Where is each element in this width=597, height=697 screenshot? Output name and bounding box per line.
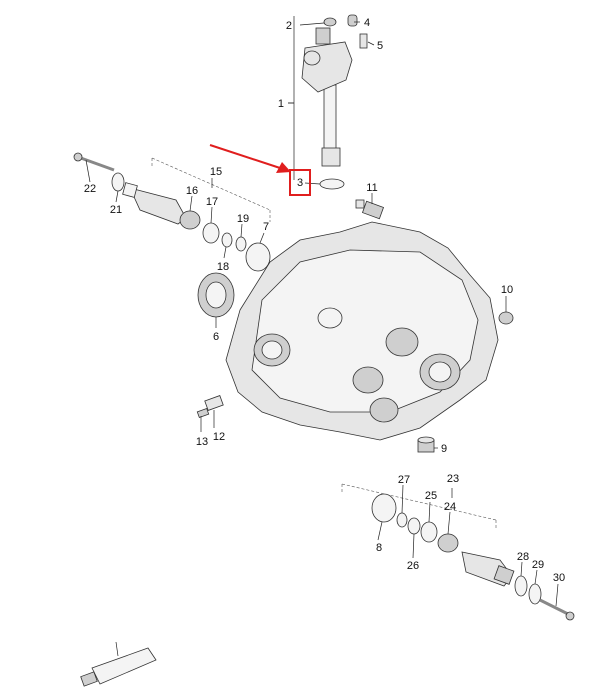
callout-26: 27: [398, 474, 410, 486]
callout-1: 1: [278, 98, 284, 110]
part-bearing-23: [437, 533, 459, 553]
left-flange-shaft: [122, 182, 201, 230]
part-ring-28: [528, 583, 542, 605]
part-ring-25: [407, 517, 421, 535]
shift-shaft-lug: [303, 50, 321, 66]
callout-6: 6: [213, 331, 219, 343]
part-o-ring: [319, 178, 345, 190]
part-bolt-left: [73, 152, 115, 172]
right-flange-shaft: [461, 551, 515, 587]
callout-17: 17: [206, 196, 218, 208]
highlight-box: [289, 169, 311, 196]
callout-2: 2: [286, 20, 292, 32]
part-cap: [347, 14, 358, 27]
part-seal-8: [371, 493, 397, 523]
part-plug: [498, 311, 514, 325]
callout-24: 25: [425, 490, 437, 502]
part-bolt-right: [539, 598, 575, 621]
part-circlip-left: [111, 172, 125, 192]
callout-23: 24: [444, 501, 456, 513]
highlight-arrowhead: [276, 162, 291, 173]
shift-shaft-top: [315, 27, 331, 45]
callout-25: 26: [407, 560, 419, 572]
part-circlip-27: [514, 575, 528, 597]
callout-11: 11: [366, 182, 377, 194]
callout-10: 10: [501, 284, 513, 296]
shift-shaft-end: [321, 147, 341, 167]
shift-shaft-assembly: [301, 27, 353, 167]
callout-20: 21: [110, 204, 122, 216]
callout-3: 3: [297, 177, 303, 189]
callout-9: 9: [441, 443, 447, 455]
part-drain-plug: [417, 436, 435, 453]
callout-19: 19: [237, 213, 249, 225]
callout-27: 28: [517, 551, 529, 563]
callout-4: 4: [364, 17, 370, 29]
part-sealant-tube: [80, 647, 157, 687]
callout-22: 23: [447, 473, 459, 485]
shift-shaft-head: [301, 41, 353, 93]
part-ring-18: [221, 232, 233, 248]
callout-21: 22: [84, 183, 96, 195]
part-ring-19: [235, 236, 247, 252]
highlight-arrow: [209, 144, 281, 169]
leader-lines: [85, 21, 559, 657]
callout-15: 15: [210, 166, 222, 178]
callout-12: 12: [213, 431, 225, 443]
callout-7: 7: [263, 221, 269, 233]
callout-16: 16: [186, 185, 198, 197]
part-nut: [323, 17, 337, 27]
callout-18: 18: [217, 261, 229, 273]
callout-28: 29: [532, 559, 544, 571]
part-seal-7: [245, 242, 271, 272]
callout-13: 13: [196, 436, 208, 448]
part-speed-sensor: [196, 395, 224, 419]
part-bolt: [359, 33, 368, 49]
callout-8: 8: [376, 542, 382, 554]
part-sensor: [355, 199, 385, 220]
highlight-marker: [209, 144, 311, 196]
callout-5: 5: [377, 40, 383, 52]
callout-labels: 2 4 5 1 3 11 10 9 12 13 6 7 15 16 17 19 …: [84, 17, 565, 584]
gearbox-housing: [225, 221, 499, 441]
callout-29: 30: [553, 572, 565, 584]
part-ring-17: [202, 222, 220, 244]
part-ring-24: [420, 521, 438, 543]
part-ring-26: [396, 512, 408, 528]
